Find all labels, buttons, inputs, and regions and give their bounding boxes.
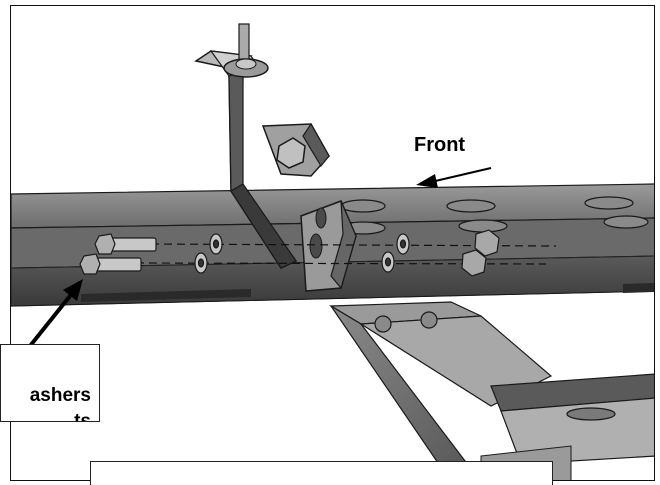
arrow-left-icon <box>416 167 492 188</box>
nuts <box>461 229 500 277</box>
bolts <box>79 233 157 275</box>
rail-bracket-drawing <box>11 23 654 480</box>
callout-line-2: ts <box>74 411 91 422</box>
rail-slots <box>340 196 649 235</box>
bottom-text-box <box>90 461 553 485</box>
callout-line-1: ashers <box>29 385 91 406</box>
washers <box>194 233 410 274</box>
hanger-bracket <box>194 23 357 292</box>
lower-support <box>328 301 654 480</box>
front-label: Front <box>414 134 466 156</box>
arrow-up-right-icon <box>24 279 83 353</box>
hardware-callout-box: ashers ts <box>0 344 100 422</box>
diagram-frame: Front <box>10 5 655 481</box>
